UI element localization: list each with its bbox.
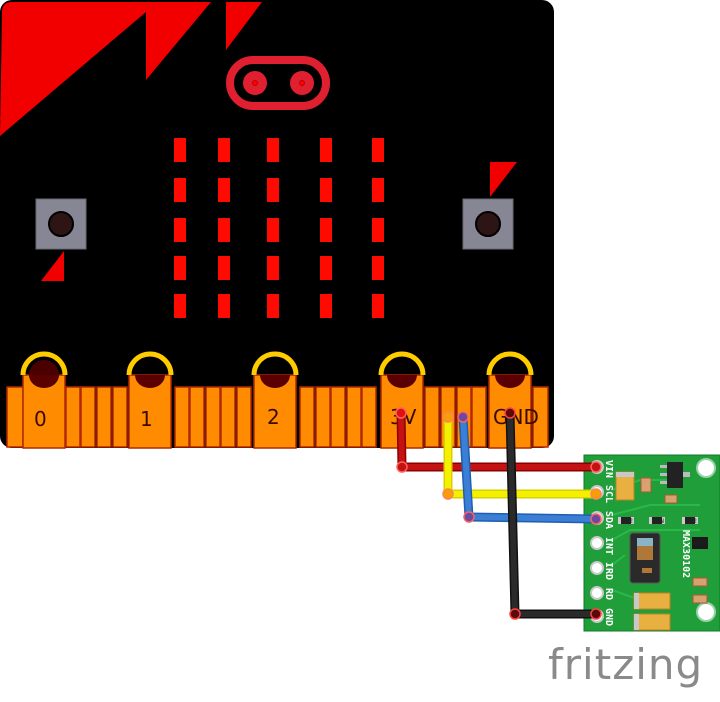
- smd-capacitor: [692, 594, 708, 604]
- board-accent-shape: [146, 2, 211, 80]
- mosfet-chip: 65K5: [692, 537, 709, 549]
- smd-resistor: [640, 477, 652, 493]
- smd-capacitor: [692, 577, 708, 587]
- button-b-indicator-icon: [490, 162, 517, 197]
- pin-label: 1: [140, 407, 153, 431]
- svg-text:INT: INT: [603, 537, 614, 555]
- edge-pin-1[interactable]: 1: [126, 351, 174, 449]
- max30102-chip: MAX30102: [629, 530, 691, 584]
- tantalum-capacitor: [633, 592, 671, 610]
- svg-text:65K5: 65K5: [694, 540, 709, 547]
- svg-text:VIN: VIN: [603, 460, 614, 478]
- edge-pin-2[interactable]: 2: [251, 351, 299, 449]
- tantalum-capacitor: [633, 613, 671, 631]
- pin-label: GND: [493, 405, 539, 429]
- svg-text:472: 472: [686, 518, 697, 525]
- sensor-pin-labels: VIN SCL SDA INT IRD RD GND: [603, 460, 614, 626]
- pin-label: 0: [34, 407, 47, 431]
- button-b[interactable]: [462, 162, 517, 250]
- microbit-logo-icon: [226, 56, 330, 110]
- mounting-hole: [696, 458, 716, 478]
- wire-scl[interactable]: [442, 411, 602, 500]
- edge-pin-gnd[interactable]: GND: [486, 351, 539, 449]
- board-accent-shape: [0, 2, 146, 136]
- button-a-indicator-icon: [41, 251, 64, 281]
- pcb-traces: [611, 479, 700, 601]
- smd-resistor-row: 472 22N 472: [618, 517, 698, 525]
- board-accent-shape: [226, 2, 262, 50]
- led-matrix: [174, 138, 384, 318]
- wire-gnd[interactable]: [504, 407, 602, 620]
- svg-text:GND: GND: [603, 608, 614, 626]
- button-a[interactable]: [35, 198, 87, 281]
- svg-text:RD: RD: [603, 588, 614, 600]
- svg-text:22N: 22N: [653, 518, 664, 525]
- svg-text:472: 472: [622, 518, 633, 525]
- microbit-board[interactable]: 0 1 2 3V GND: [0, 0, 554, 449]
- smd-resistor: [664, 494, 678, 504]
- wire-sda[interactable]: [457, 411, 602, 525]
- wire-3v-vin[interactable]: [395, 407, 602, 473]
- max30102-sensor-board[interactable]: VIN SCL SDA INT IRD RD GND 472 22N: [583, 454, 720, 632]
- mounting-hole: [696, 602, 716, 622]
- svg-text:SCL: SCL: [603, 485, 614, 503]
- svg-text:MAX30102: MAX30102: [680, 530, 691, 578]
- pin-label: 2: [267, 405, 280, 429]
- edge-pin-0[interactable]: 0: [20, 351, 68, 449]
- tantalum-capacitor: [615, 471, 635, 501]
- svg-text:IRD: IRD: [603, 562, 614, 580]
- fritzing-logo: fritzing: [548, 640, 704, 689]
- voltage-regulator-chip: [660, 462, 690, 488]
- svg-text:SDA: SDA: [603, 511, 614, 529]
